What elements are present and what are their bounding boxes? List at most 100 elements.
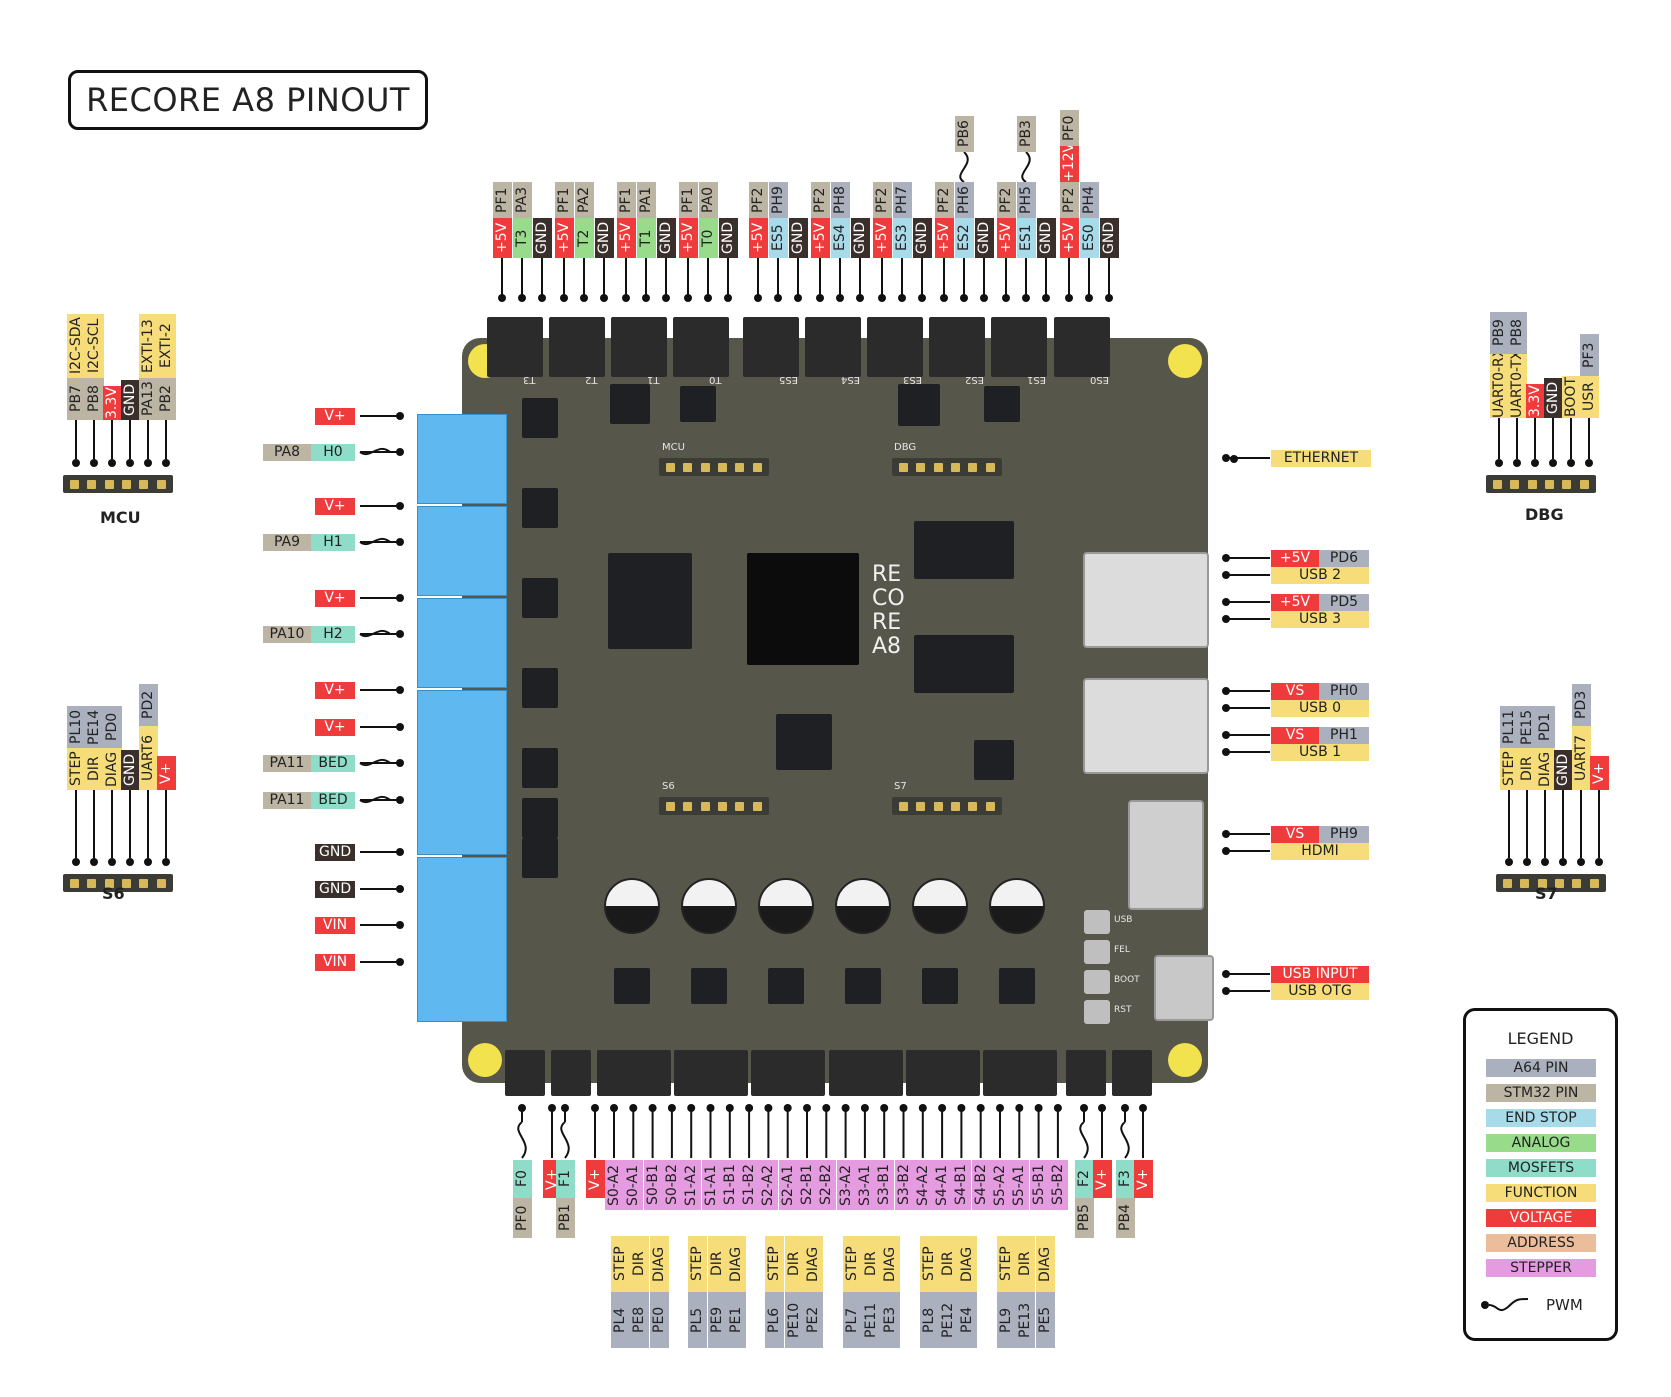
stepper-pin-label: PE4 — [958, 1292, 978, 1348]
legend-item: FUNCTION — [1486, 1184, 1596, 1202]
ic-chip — [898, 384, 940, 426]
mounting-hole — [1168, 1043, 1202, 1077]
top-pin-label: PH8 — [831, 182, 850, 218]
board-button-fel[interactable] — [1084, 940, 1110, 964]
stepper-function-label: DIR — [861, 1236, 881, 1292]
bottom-pin-label: S2-A1 — [778, 1160, 798, 1210]
top-pin-label: PA0 — [699, 182, 718, 218]
stepper-driver — [999, 968, 1035, 1004]
s6-pin-header — [63, 874, 173, 892]
top-pin-label: GND — [1037, 218, 1056, 258]
bottom-pin-label: F2 — [1075, 1160, 1094, 1198]
pin-dot — [396, 921, 404, 929]
top-pin-label: PB6 — [955, 116, 974, 152]
top-pin-label: +5V — [679, 218, 698, 258]
top-pin-label: PF2 — [811, 182, 830, 218]
pin-dot — [591, 1104, 599, 1112]
dbg-header — [892, 458, 1002, 476]
pin-dot — [126, 459, 134, 467]
pin-dot — [1105, 294, 1113, 302]
mosfet — [522, 748, 558, 788]
right-pin-label: USB OTG — [1271, 983, 1369, 1000]
capacitor — [681, 878, 737, 934]
stepper-pin-label: PL5 — [688, 1292, 708, 1348]
dbg-header-pin-label: UART0-TX — [1508, 354, 1527, 418]
top-pin-label: +5V — [617, 218, 636, 258]
mcu-header-pin-label: EXTI-13 — [139, 314, 158, 378]
pin-dot — [1531, 459, 1539, 467]
bottom-pin-label: S5-B2 — [1048, 1160, 1068, 1210]
s6-header-pin-label: UART6 — [139, 726, 158, 790]
pin-dot — [1222, 615, 1230, 623]
left-pin-stm32: PA10 — [263, 626, 311, 643]
pin-dot — [629, 1104, 638, 1112]
stepper-pin-label: PE5 — [1035, 1292, 1055, 1348]
pin-dot — [1098, 1104, 1106, 1112]
top-pin-label: +5V — [749, 218, 768, 258]
right-pin-label: USB 0 — [1271, 700, 1369, 717]
stm32-chip — [776, 714, 832, 770]
pin-dot — [622, 294, 630, 302]
top-pin-label: +5V — [493, 218, 512, 258]
left-pin-label: V+ — [315, 682, 355, 699]
pin-dot — [816, 294, 824, 302]
s7-header-pin-label: PE15 — [1518, 706, 1537, 748]
stepper-connector — [674, 1050, 749, 1096]
pin-dot — [162, 459, 170, 467]
board-button-usb[interactable] — [1084, 910, 1110, 934]
bottom-pin-label: PB5 — [1075, 1198, 1094, 1238]
board-button-rst[interactable] — [1084, 1000, 1110, 1024]
bottom-pin-label: S3-A2 — [836, 1160, 856, 1210]
capacitor — [604, 878, 660, 934]
pin-dot — [1523, 858, 1531, 866]
stepper-pin-label: PE3 — [881, 1292, 901, 1348]
stepper-pin-label: PE0 — [649, 1292, 669, 1348]
mounting-hole — [468, 1043, 502, 1077]
stepper-pin-label: PE10 — [784, 1292, 804, 1348]
pwm-wave-icon — [1120, 1121, 1130, 1159]
pin-dot — [880, 1104, 889, 1112]
pin-dot — [957, 1104, 966, 1112]
pin-dot — [1121, 1104, 1129, 1112]
dbg-header-pin-label: PB8 — [1508, 312, 1527, 354]
pin-dot — [822, 1104, 831, 1112]
mcu-header-pin-label: I2C-SCL — [85, 314, 104, 378]
top-pin-label: PF2 — [873, 182, 892, 218]
right-pin-a64: PD5 — [1319, 594, 1369, 611]
s6-header-pin-label: PL10 — [67, 706, 86, 748]
pin-dot — [667, 1104, 676, 1112]
legend-pwm-label: PWM — [1546, 1296, 1583, 1314]
right-pin-voltage: VS — [1271, 727, 1319, 744]
usb-port-lower — [1083, 678, 1209, 774]
dbg-header-pin-label: GND — [1544, 378, 1563, 418]
top-pin-label: +5V — [555, 218, 574, 258]
stepper-function-label: STEP — [765, 1236, 785, 1292]
pin-dot — [1022, 294, 1030, 302]
pin-dot — [774, 294, 782, 302]
mcu-header-pin-label: PB2 — [157, 378, 176, 420]
stepper-pin-label: PE9 — [707, 1292, 727, 1348]
terminal-vin — [417, 857, 507, 1022]
stepper-pin-label: PE13 — [1016, 1292, 1036, 1348]
bottom-pin-label: S4-B2 — [971, 1160, 991, 1210]
left-pin-label: V+ — [315, 498, 355, 515]
bottom-pin-label: S5-A1 — [1010, 1160, 1030, 1210]
silk-s7: S7 — [894, 781, 907, 792]
top-connector — [1054, 317, 1110, 377]
fan-connector — [1066, 1050, 1106, 1096]
right-pin-voltage: +5V — [1271, 594, 1319, 611]
page-title: RECORE A8 PINOUT — [68, 70, 428, 130]
bottom-pin-label: S4-B1 — [952, 1160, 972, 1210]
top-pin-label: +5V — [811, 218, 830, 258]
top-pin-label: +12V — [1060, 146, 1079, 182]
stepper-pin-label: PE8 — [630, 1292, 650, 1348]
pin-dot — [836, 294, 844, 302]
board-button-boot[interactable] — [1084, 970, 1110, 994]
mcu-header-pin-label: EXTI-2 — [157, 314, 176, 378]
silk-label: T1 — [647, 374, 660, 385]
pin-dot — [706, 1104, 715, 1112]
pin-dot — [745, 1104, 754, 1112]
